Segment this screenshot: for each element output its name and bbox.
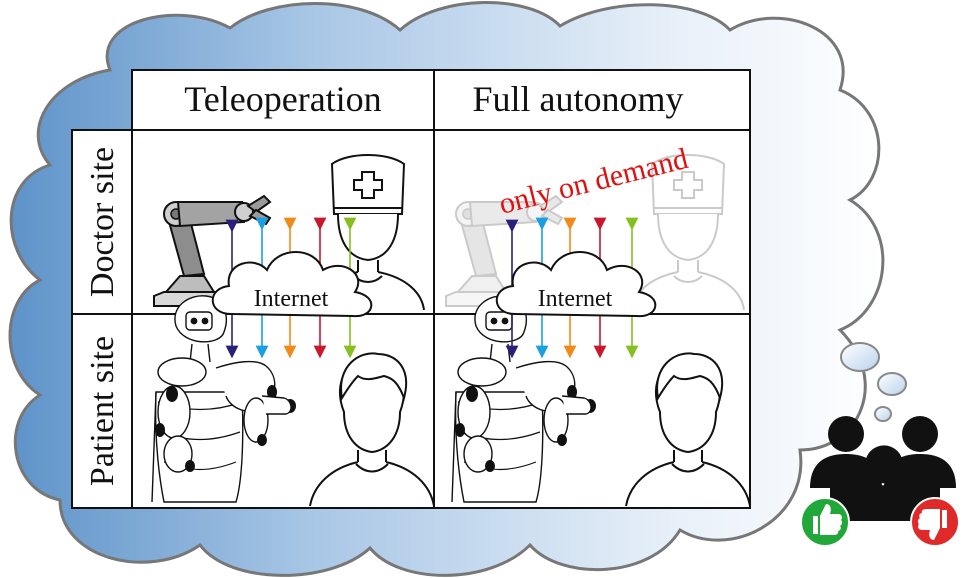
small-bubble-2 xyxy=(877,372,907,396)
small-bubble-1 xyxy=(840,342,880,372)
row-label-patient-site: Patient site xyxy=(84,336,121,486)
internet-label-left: Internet xyxy=(254,286,329,312)
thumb-down-icon xyxy=(910,497,960,547)
header-full-autonomy: Full autonomy xyxy=(472,79,683,119)
small-bubble-3 xyxy=(874,406,892,422)
thumb-up-icon xyxy=(800,497,850,547)
header-teleoperation: Teleoperation xyxy=(184,79,381,119)
row-label-doctor-site: Doctor site xyxy=(84,147,121,297)
internet-label-right: Internet xyxy=(538,286,613,312)
